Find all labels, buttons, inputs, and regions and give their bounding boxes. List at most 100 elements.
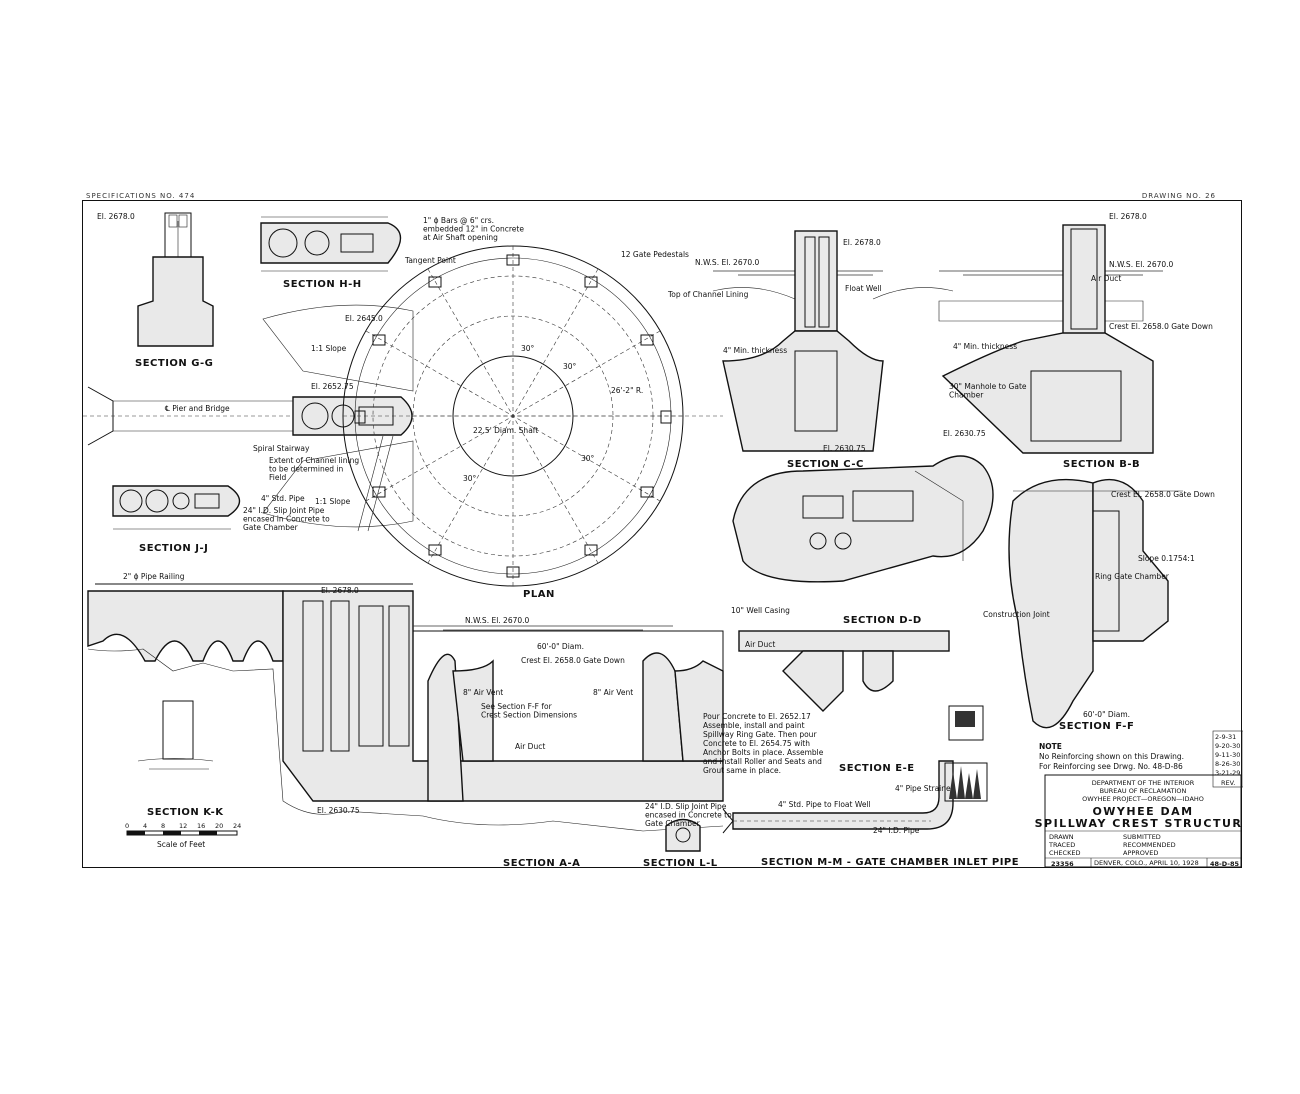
hh-tangent: Tangent Point: [404, 256, 456, 265]
aa-railing: 2" ϕ Pipe Railing: [123, 572, 185, 581]
ff-slope: Slope 0.1754:1: [1138, 554, 1195, 563]
scale-tick-2: 8: [161, 822, 165, 830]
hh-bars-note-line: 1" ϕ Bars @ 6" crs.: [423, 216, 494, 225]
rev-3: 9-11-30: [1215, 751, 1240, 759]
mm-strainer: 4" Pipe Strainer: [895, 784, 955, 793]
rev-1: 2-9-31: [1215, 733, 1236, 741]
strainer-box: [944, 705, 988, 802]
bb-crest: Crest El. 2658.0 Gate Down: [1109, 322, 1213, 331]
plan-title: PLAN: [523, 589, 555, 600]
plan-el-2645: El. 2645.0: [345, 314, 383, 323]
scale-tick-0: 0: [125, 822, 129, 830]
revision-list: 2-9-31 9-20-30 9-11-30 8-26-30 3-21-29 R…: [1212, 730, 1243, 788]
tb-dam: OWYHEE DAM: [1092, 805, 1193, 818]
plan-pipe-note: 4" Std. Pipe: [261, 494, 305, 503]
tb-checked: CHECKED: [1049, 849, 1080, 857]
section-kk: SECTION K-K: [137, 700, 224, 818]
aa-el-2630: El. 2630.75: [317, 806, 360, 815]
ll-title: SECTION L-L: [643, 858, 718, 869]
cc-title: SECTION C-C: [787, 459, 864, 470]
section-dd: 10" Well Casing SECTION D-D: [731, 455, 994, 626]
aa-el-2678: El. 2678.0: [321, 586, 359, 595]
tb-drawn: DRAWN: [1049, 833, 1074, 841]
section-jj: SECTION J-J: [112, 485, 241, 554]
plan-extent-note-line: Extent of Channel lining: [269, 456, 359, 465]
hh-bars-note: 1" ϕ Bars @ 6" crs.embedded 12" in Concr…: [423, 216, 524, 242]
cc-nws: N.W.S. El. 2670.0: [695, 258, 760, 267]
tb-structure: SPILLWAY CREST STRUCTURE: [1035, 817, 1243, 830]
pour-note-line: Grout same in place.: [703, 766, 781, 775]
plan-slip-joint-line: encased in Concrete to: [243, 515, 330, 524]
note-block: NOTE No Reinforcing shown on this Drawin…: [1039, 742, 1184, 771]
pour-note-line: Spillway Ring Gate. Then pour: [703, 730, 817, 739]
bb-nws: N.W.S. El. 2670.0: [1109, 260, 1174, 269]
ff-construction-joint: Construction Joint: [983, 610, 1050, 619]
pour-note-line: Pour Concrete to El. 2652.17: [703, 712, 811, 721]
plan-gate-pedestals: 12 Gate Pedestals: [621, 250, 689, 259]
section-mm: 4" Std. Pipe to Float Well 24" I.D. Pipe…: [722, 760, 1019, 868]
plan-slip-joint-line: 24" I.D. Slip Joint Pipe: [243, 506, 325, 515]
tb-dept: DEPARTMENT OF THE INTERIOR: [1092, 779, 1195, 787]
tb-submitted: SUBMITTED: [1123, 833, 1161, 841]
cc-el-2678: El. 2678.0: [843, 238, 881, 247]
kk-title: SECTION K-K: [147, 807, 224, 818]
plan-el-2652: El. 2652.75: [311, 382, 354, 391]
cc-min-thick: 4" Min. thickness: [723, 346, 787, 355]
plan-angle-1: 30°: [521, 344, 535, 353]
plan-slope-top: 1:1 Slope: [311, 344, 347, 353]
tb-recommended: RECOMMENDED: [1123, 841, 1176, 849]
drawing-number-header: DRAWING NO. 26: [1141, 192, 1216, 200]
tb-number: 23356: [1051, 860, 1074, 868]
ll-slip-joint-line: 24" I.D. Slip Joint Pipe: [645, 802, 727, 811]
note-title: NOTE: [1039, 742, 1062, 751]
hh-title: SECTION H-H: [283, 279, 362, 290]
ll-slip-joint-line: Gate Chamber: [645, 819, 701, 828]
rev-label: REV.: [1221, 779, 1235, 787]
drawing-canvas: El. 2678.0 SECTION G-G 1" ϕ Bars @ 6" cr…: [83, 212, 1243, 869]
rev-2: 9-20-30: [1215, 742, 1240, 750]
dd-title: SECTION D-D: [843, 615, 922, 626]
tb-project: OWYHEE PROJECT—OREGON—IDAHO: [1082, 795, 1204, 803]
aa-nws: N.W.S. El. 2670.0: [465, 616, 530, 625]
pour-note-line: Concrete to El. 2654.75 with: [703, 739, 810, 748]
tb-approved: APPROVED: [1123, 849, 1158, 857]
mm-to-float: 4" Std. Pipe to Float Well: [778, 800, 871, 809]
scale-tick-1: 4: [143, 822, 147, 830]
section-aa: 2" ϕ Pipe Railing N.W.S. El. 2670.0 60'-…: [87, 572, 724, 869]
dd-well-casing: 10" Well Casing: [731, 606, 790, 615]
plan-angle-3: 30°: [581, 454, 595, 463]
cc-top-channel: Top of Channel Lining: [667, 290, 749, 299]
pour-note-line: Assemble, install and paint: [703, 721, 805, 730]
plan-stairway: Spiral Stairway: [253, 444, 310, 453]
note-line-1: No Reinforcing shown on this Drawing.: [1039, 752, 1184, 761]
plan-slope-bottom: 1:1 Slope: [315, 497, 351, 506]
section-gg: El. 2678.0 SECTION G-G: [97, 212, 214, 369]
rev-4: 8-26-30: [1215, 760, 1240, 768]
mm-title: SECTION M-M - GATE CHAMBER INLET PIPE: [761, 857, 1019, 868]
scale-label: Scale of Feet: [157, 840, 205, 849]
gg-elevation: El. 2678.0: [97, 212, 135, 221]
bb-manhole-line: Chamber: [949, 391, 984, 400]
section-ee: Air Duct SECTION E-E: [738, 630, 950, 774]
aa-diam-60: 60'-0" Diam.: [537, 642, 584, 651]
ee-air-duct: Air Duct: [745, 640, 775, 649]
drawing-sheet: El. 2678.0 SECTION G-G 1" ϕ Bars @ 6" cr…: [82, 200, 1243, 869]
plan-angle-2: 30°: [563, 362, 577, 371]
ll-slip-joint-line: encased in Concrete to: [645, 811, 732, 820]
ee-title: SECTION E-E: [839, 763, 915, 774]
cc-float-well: Float Well: [845, 284, 882, 293]
spec-number: SPECIFICATIONS NO. 474: [86, 192, 196, 200]
plan-shaft-diam: 22.5' Diam. Shaft: [473, 426, 538, 435]
tb-traced: TRACED: [1048, 841, 1075, 849]
tb-place-date: DENVER, COLO., APRIL 10, 1928: [1094, 859, 1199, 867]
bb-min-thick: 4" Min. thickness: [953, 342, 1017, 351]
scale-bar: 0 4 8 12 16 20 24 Scale of Feet: [125, 822, 241, 849]
bb-air-duct: Air Duct: [1091, 274, 1121, 283]
aa-see-ff-line: Crest Section Dimensions: [481, 711, 577, 720]
aa-crest: Crest El. 2658.0 Gate Down: [521, 656, 625, 665]
gg-title: SECTION G-G: [135, 358, 213, 369]
